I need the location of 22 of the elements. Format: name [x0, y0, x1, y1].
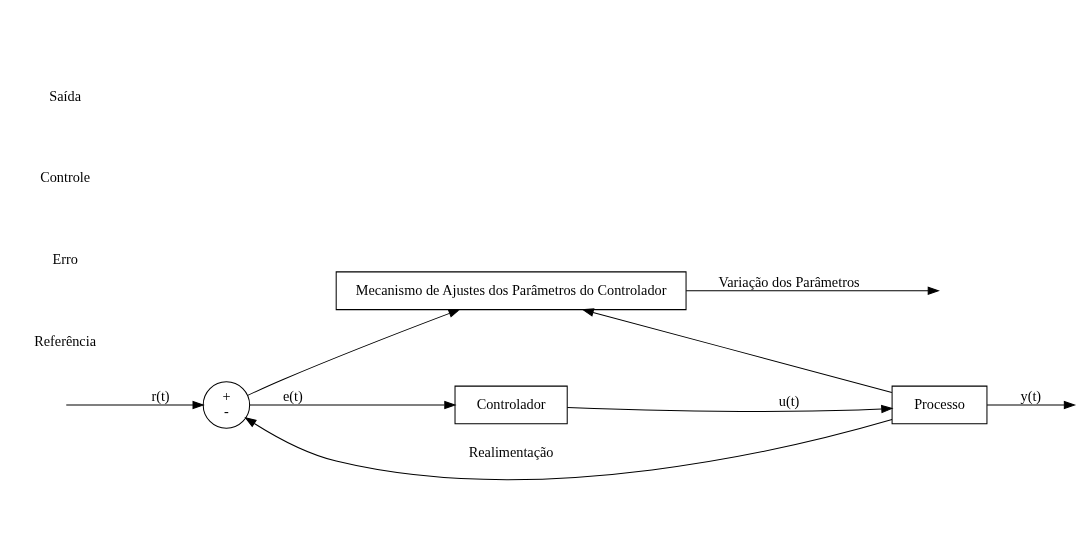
- arrow: [685, 285, 940, 295]
- label: Referência: [34, 332, 97, 349]
- node-box: Controlador: [454, 385, 568, 424]
- edge-label: r(t): [151, 387, 170, 404]
- arrow: [566, 404, 894, 413]
- arrow: [247, 308, 461, 396]
- arrow: [249, 400, 457, 409]
- edge-label: u(t): [778, 392, 800, 409]
- node-box: Processo: [891, 385, 988, 424]
- node-circle: + -: [202, 380, 251, 429]
- edge-label: y(t): [1020, 387, 1042, 404]
- edge-label: Variação dos Parâmetros: [718, 273, 860, 290]
- label: Controle: [40, 168, 91, 185]
- arrow: [65, 400, 205, 409]
- arrow: [581, 307, 893, 393]
- label: Erro: [52, 250, 78, 267]
- node-box: Mecanismo de Ajustes dos Parâmetros do Controlador: [335, 270, 687, 310]
- edge-label: Realimentação: [468, 443, 554, 460]
- arrow: [986, 400, 1077, 409]
- edge-label: e(t): [282, 387, 303, 404]
- arrow: [244, 416, 893, 480]
- label: Saída: [49, 87, 81, 104]
